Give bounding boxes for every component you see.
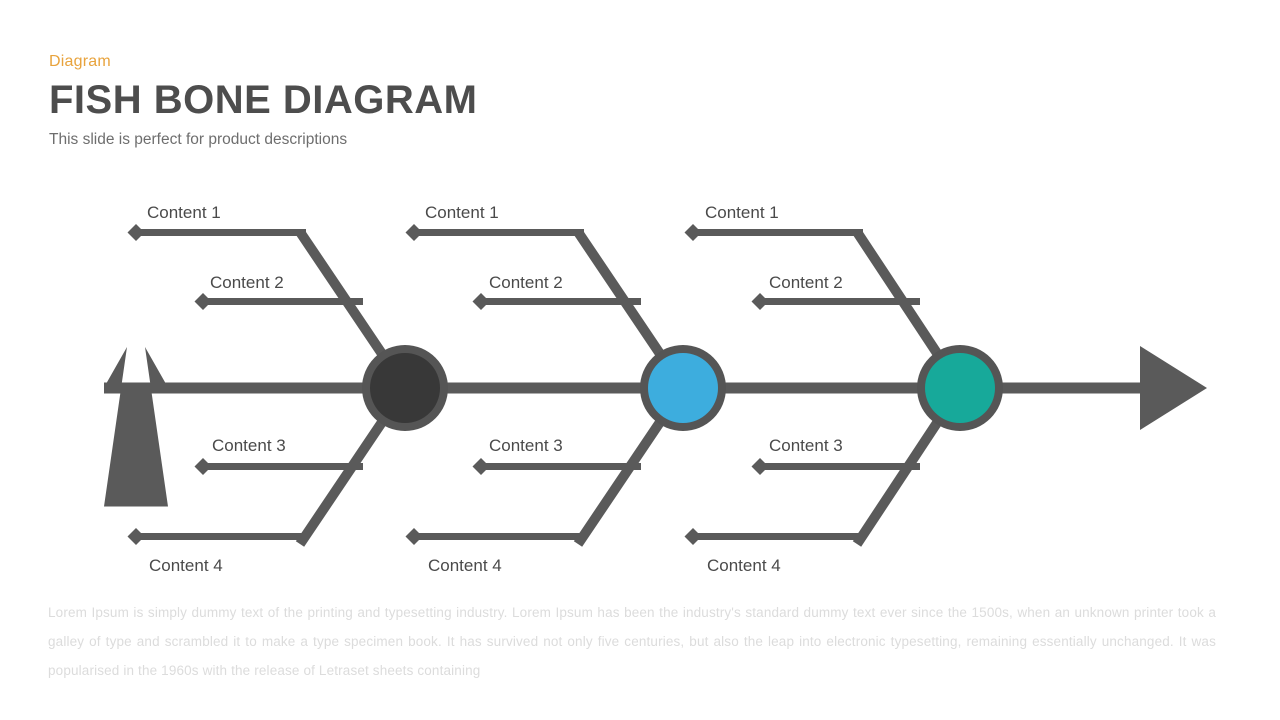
group-1-bone-bottom-inner[interactable]: Content 3 xyxy=(194,436,364,475)
group-3-bone-bottom-outer[interactable]: Content 4 xyxy=(684,528,864,575)
bone-line xyxy=(481,298,641,305)
group-2-bone-top-inner[interactable]: Content 2 xyxy=(472,273,642,310)
group-2-bone-top-outer[interactable]: Content 1 xyxy=(405,203,585,241)
spine-bar xyxy=(104,382,1172,394)
bone-line xyxy=(414,229,584,236)
group-1-label-content-2: Content 2 xyxy=(210,273,284,292)
fishbone-diagram: Content 1 Content 2 Content 3 xyxy=(0,178,1280,588)
group-3-label-content-2: Content 2 xyxy=(769,273,843,292)
group-3-label-content-3: Content 3 xyxy=(769,436,843,455)
group-2-label-content-3: Content 3 xyxy=(489,436,563,455)
fishbone-group-3[interactable]: Content 1 Content 2 Content 3 Content 4 xyxy=(684,203,1004,575)
group-3-bone-top-inner[interactable]: Content 2 xyxy=(751,273,921,310)
group-1-bone-top-outer[interactable]: Content 1 xyxy=(127,203,307,241)
group-1-bone-bottom-outer[interactable]: Content 4 xyxy=(127,528,307,575)
kicker-label: Diagram xyxy=(49,53,111,70)
diamond-marker-icon xyxy=(405,528,423,545)
group-1-label-content-3: Content 3 xyxy=(212,436,286,455)
bone-line xyxy=(136,533,306,540)
page-subtitle: This slide is perfect for product descri… xyxy=(49,131,348,148)
group-3-bone-bottom-inner[interactable]: Content 3 xyxy=(751,436,921,475)
diamond-marker-icon xyxy=(684,528,702,545)
group-2-bone-bottom-outer[interactable]: Content 4 xyxy=(405,528,585,575)
diamond-marker-icon xyxy=(127,528,145,545)
bone-line xyxy=(136,229,306,236)
slide-header: Diagram FISH BONE DIAGRAM This slide is … xyxy=(49,52,949,150)
group-1-bone-top-inner[interactable]: Content 2 xyxy=(194,273,364,310)
page-title: FISH BONE DIAGRAM xyxy=(49,78,478,122)
group-3-bone-top-outer[interactable]: Content 1 xyxy=(684,203,864,241)
group-2-label-content-1: Content 1 xyxy=(425,203,499,222)
main-spine xyxy=(104,346,1207,507)
bone-line xyxy=(693,533,863,540)
diamond-marker-icon xyxy=(751,458,769,475)
group-2-label-content-2: Content 2 xyxy=(489,273,563,292)
bone-line xyxy=(760,463,920,470)
diamond-marker-icon xyxy=(472,458,490,475)
diamond-marker-icon xyxy=(684,224,702,241)
bone-line xyxy=(414,533,584,540)
footer-text: Lorem Ipsum is simply dummy text of the … xyxy=(48,605,1216,678)
bone-line xyxy=(481,463,641,470)
group-1-label-content-4: Content 4 xyxy=(149,556,223,575)
bone-line xyxy=(203,463,363,470)
diamond-marker-icon xyxy=(405,224,423,241)
diamond-marker-icon xyxy=(194,458,212,475)
group-1-label-content-1: Content 1 xyxy=(147,203,221,222)
group-2-bone-bottom-inner[interactable]: Content 3 xyxy=(472,436,642,475)
bone-line xyxy=(203,298,363,305)
group-2-node[interactable] xyxy=(648,353,718,423)
group-1-node[interactable] xyxy=(370,353,440,423)
diamond-marker-icon xyxy=(194,293,212,310)
fishbone-svg: Content 1 Content 2 Content 3 xyxy=(104,203,1207,575)
group-3-node[interactable] xyxy=(925,353,995,423)
group-2-label-content-4: Content 4 xyxy=(428,556,502,575)
fishbone-group-1[interactable]: Content 1 Content 2 Content 3 xyxy=(127,203,449,575)
diamond-marker-icon xyxy=(472,293,490,310)
arrow-head-icon xyxy=(1140,346,1207,430)
group-3-label-content-1: Content 1 xyxy=(705,203,779,222)
diamond-marker-icon xyxy=(127,224,145,241)
group-3-label-content-4: Content 4 xyxy=(707,556,781,575)
fishbone-group-2[interactable]: Content 1 Content 2 Content 3 Content 4 xyxy=(405,203,727,575)
diamond-marker-icon xyxy=(751,293,769,310)
bone-line xyxy=(760,298,920,305)
bone-line xyxy=(693,229,863,236)
